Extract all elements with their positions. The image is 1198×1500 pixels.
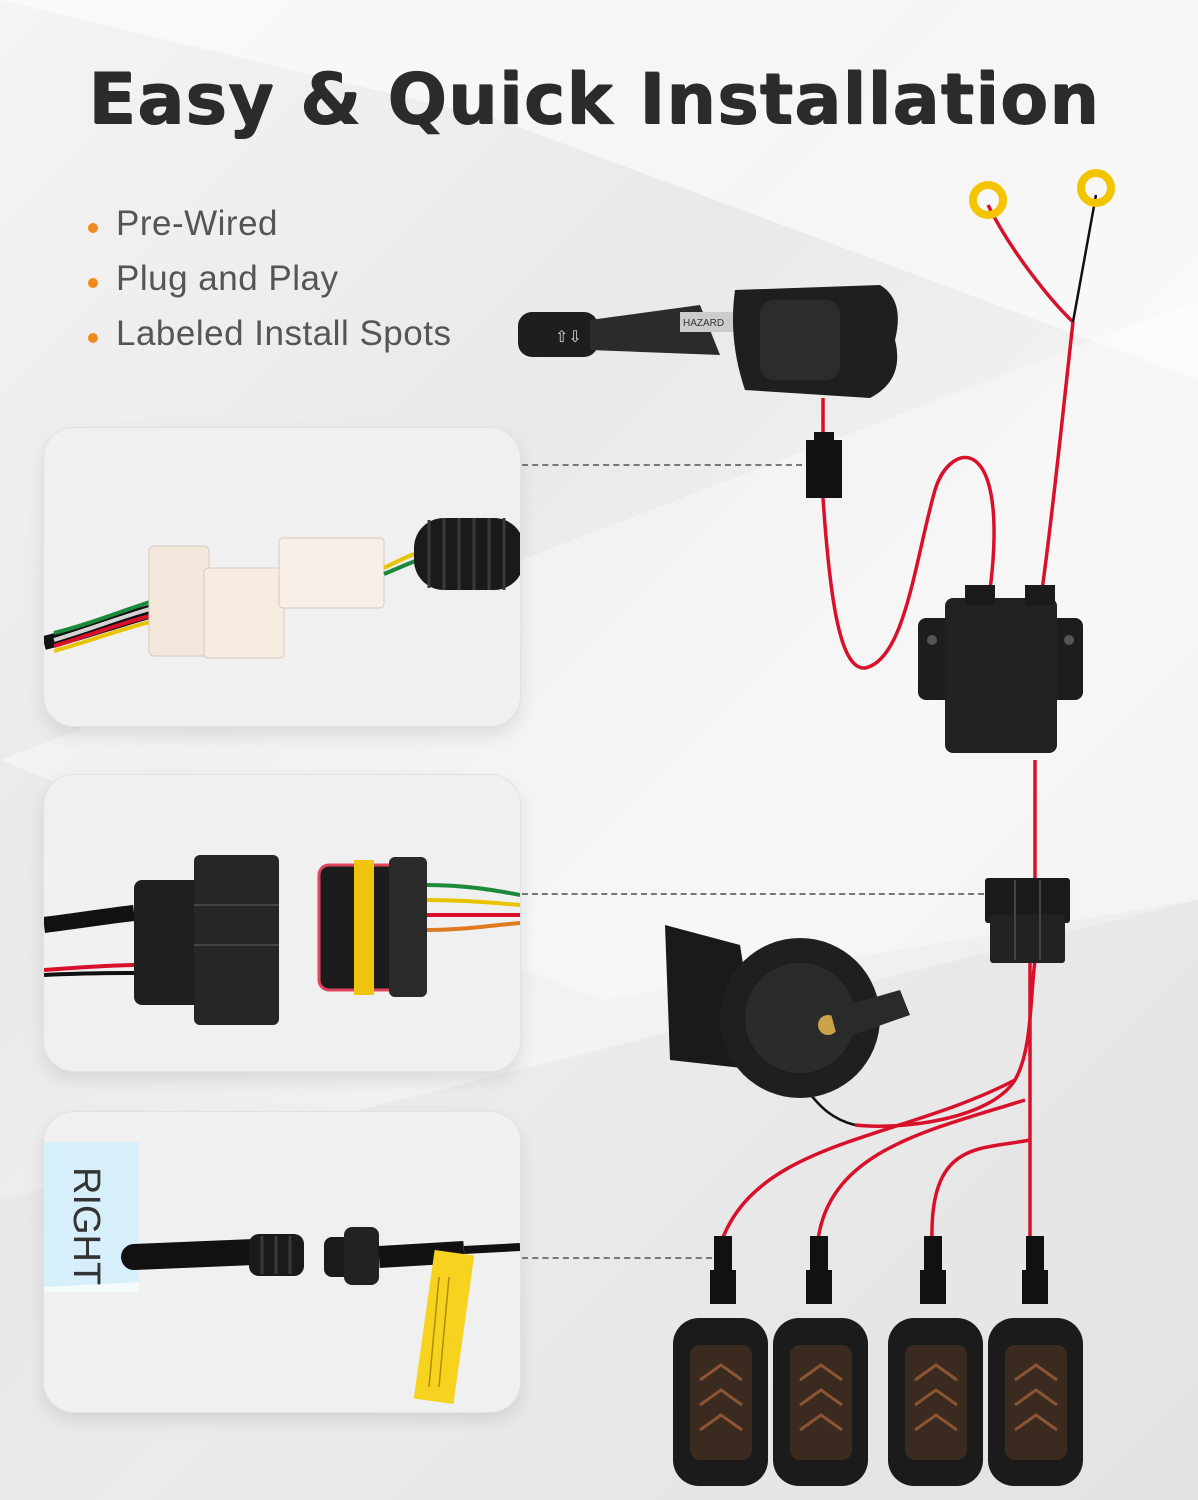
connector-photo-panel-plug [44, 428, 520, 726]
feature-list: Pre-Wired Plug and Play Labeled Install … [88, 196, 451, 361]
page-title: Easy & Quick Installation [88, 58, 1100, 140]
svg-text:⇧⇩: ⇧⇩ [555, 329, 582, 346]
feature-label: Pre-Wired [116, 203, 279, 243]
light-pod-icon [673, 1318, 1083, 1486]
control-box-icon [918, 585, 1083, 753]
leader-line-1 [522, 464, 802, 466]
labeled-connector-icon: RIGHT [44, 1142, 520, 1405]
turn-signal-switch-icon: ⇧⇩ HAZARD [518, 285, 898, 398]
multi-pin-connector-icon [985, 878, 1070, 963]
hazard-label: HAZARD [683, 318, 724, 329]
leader-line-2 [522, 893, 984, 895]
right-label-tag: RIGHT [65, 1167, 107, 1285]
bullet-dot-icon [88, 222, 98, 233]
horn-icon [665, 925, 910, 1098]
bullet-dot-icon [88, 277, 98, 288]
waterproof-connector-icon [44, 855, 520, 1025]
feature-label: Labeled Install Spots [116, 313, 452, 353]
leader-line-3 [522, 1257, 712, 1259]
ring-terminal-icon [969, 169, 1115, 219]
feature-label: Plug and Play [116, 258, 339, 298]
inline-fuse-icons [710, 1236, 1048, 1304]
white-plug-connector-icon [44, 518, 520, 659]
inline-plug-icon [806, 440, 842, 498]
red-wires [720, 204, 1075, 1241]
feature-item: Plug and Play [88, 251, 451, 306]
bullet-dot-icon [88, 332, 98, 343]
connector-photo-panel-waterproof [44, 775, 520, 1071]
connector-photo-panel-labeled: RIGHT [44, 1112, 520, 1412]
feature-item: Pre-Wired [88, 196, 451, 251]
feature-item: Labeled Install Spots [88, 306, 451, 361]
